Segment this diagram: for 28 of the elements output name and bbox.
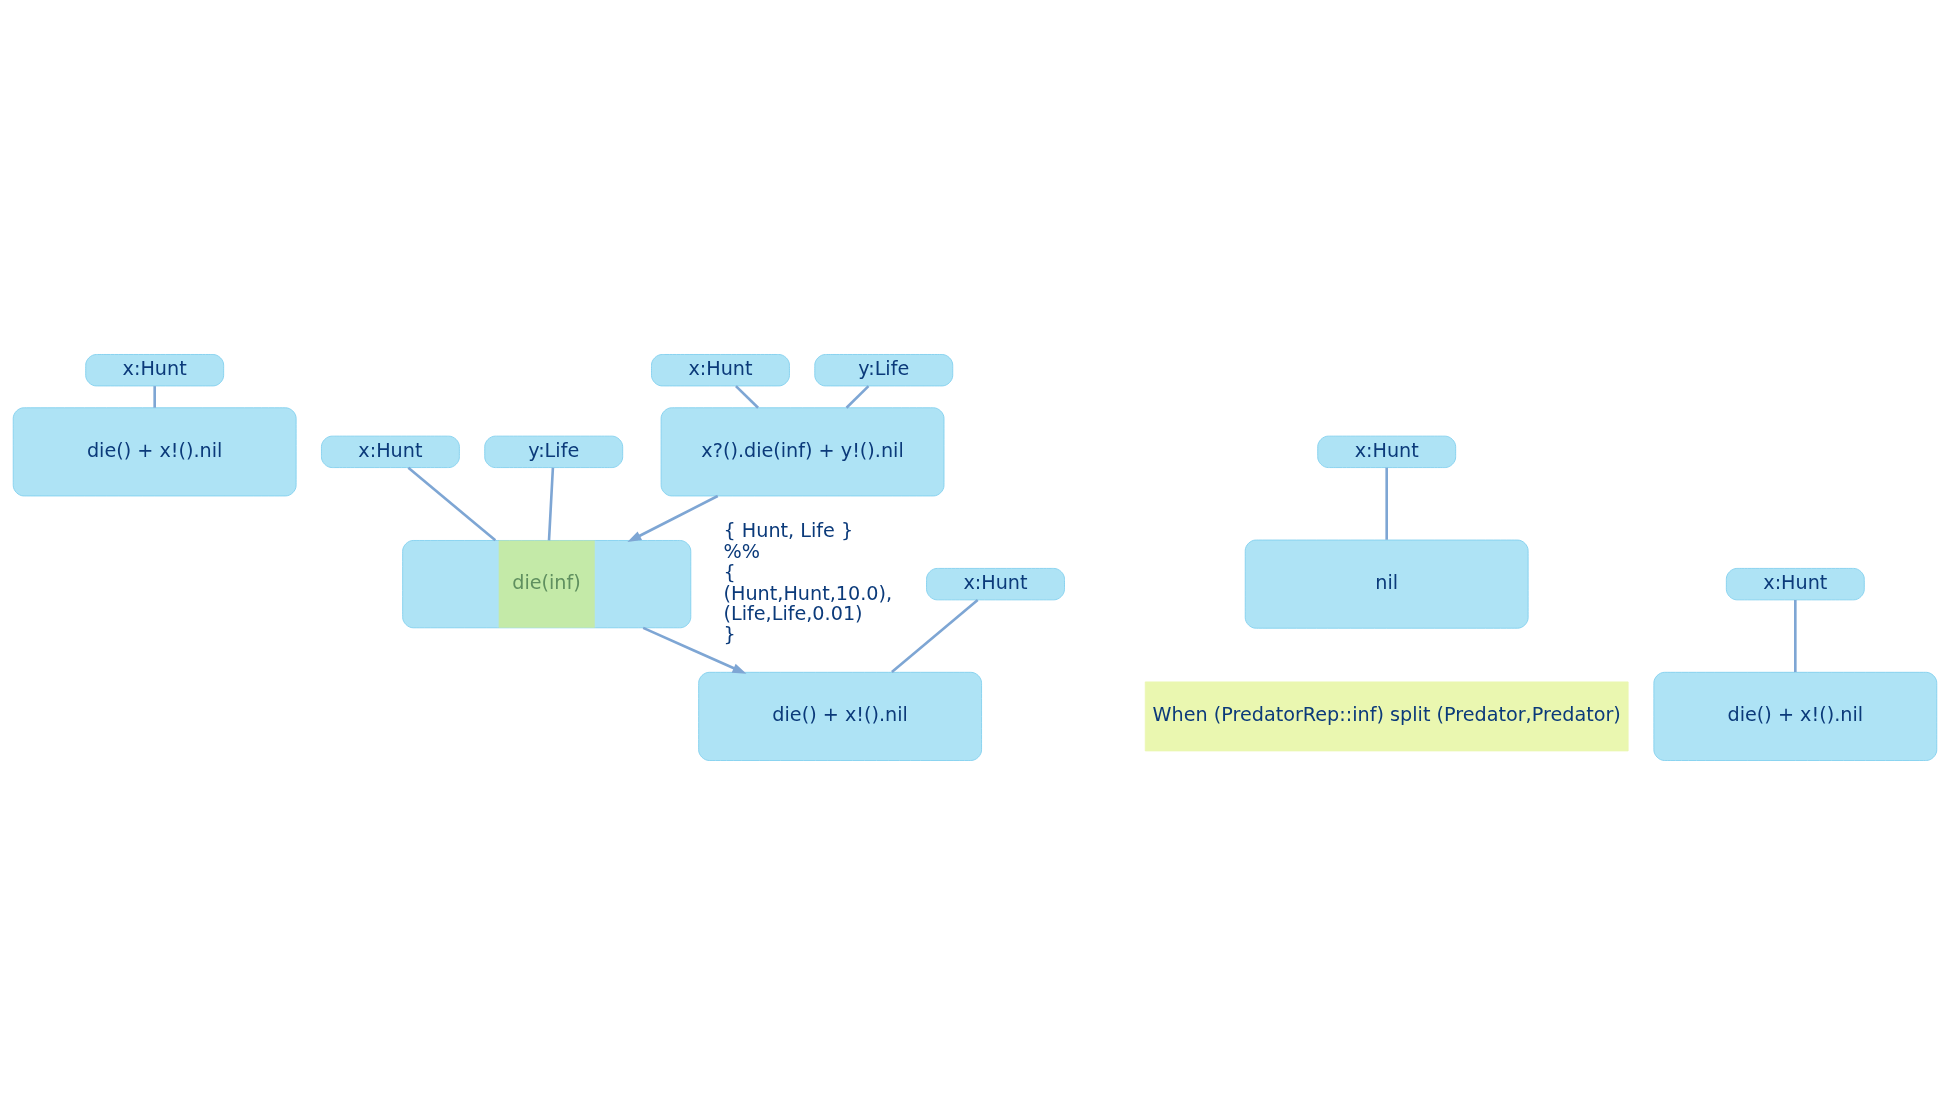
label: (Hunt,Hunt,10.0),: [723, 581, 893, 604]
connector: [407, 466, 497, 541]
node-box: y:Life: [484, 435, 624, 468]
node-box: When (PredatorRep::inf) split (Predator,Predator): [1144, 681, 1629, 751]
connector: [1385, 467, 1388, 540]
node-box: x:Hunt: [321, 435, 460, 468]
node-box: x:Hunt: [1317, 435, 1457, 468]
node-box: die() + x!().nil: [1653, 671, 1938, 761]
node-box: y:Life: [814, 353, 954, 386]
arrow: [627, 494, 719, 542]
label: { Hunt, Life }: [723, 518, 854, 542]
arrow: [642, 626, 747, 674]
connector: [153, 385, 156, 408]
connector: [547, 467, 555, 540]
label: }: [723, 622, 736, 646]
node-box: die() + x!().nil: [698, 671, 982, 761]
connector: [891, 598, 979, 673]
node-box: nil: [1244, 539, 1529, 629]
connector: [735, 384, 759, 409]
node-box: x:Hunt: [85, 353, 225, 386]
connector: [1794, 599, 1797, 672]
connector: [845, 384, 870, 409]
node-box: x?().die(inf) + y!().nil: [660, 406, 945, 496]
node-box: x:Hunt: [926, 567, 1065, 600]
node-box: x:Hunt: [1725, 567, 1865, 600]
node-box: x:Hunt: [651, 353, 790, 386]
label: {: [723, 560, 736, 584]
node-box: die() + x!().nil: [12, 406, 297, 496]
